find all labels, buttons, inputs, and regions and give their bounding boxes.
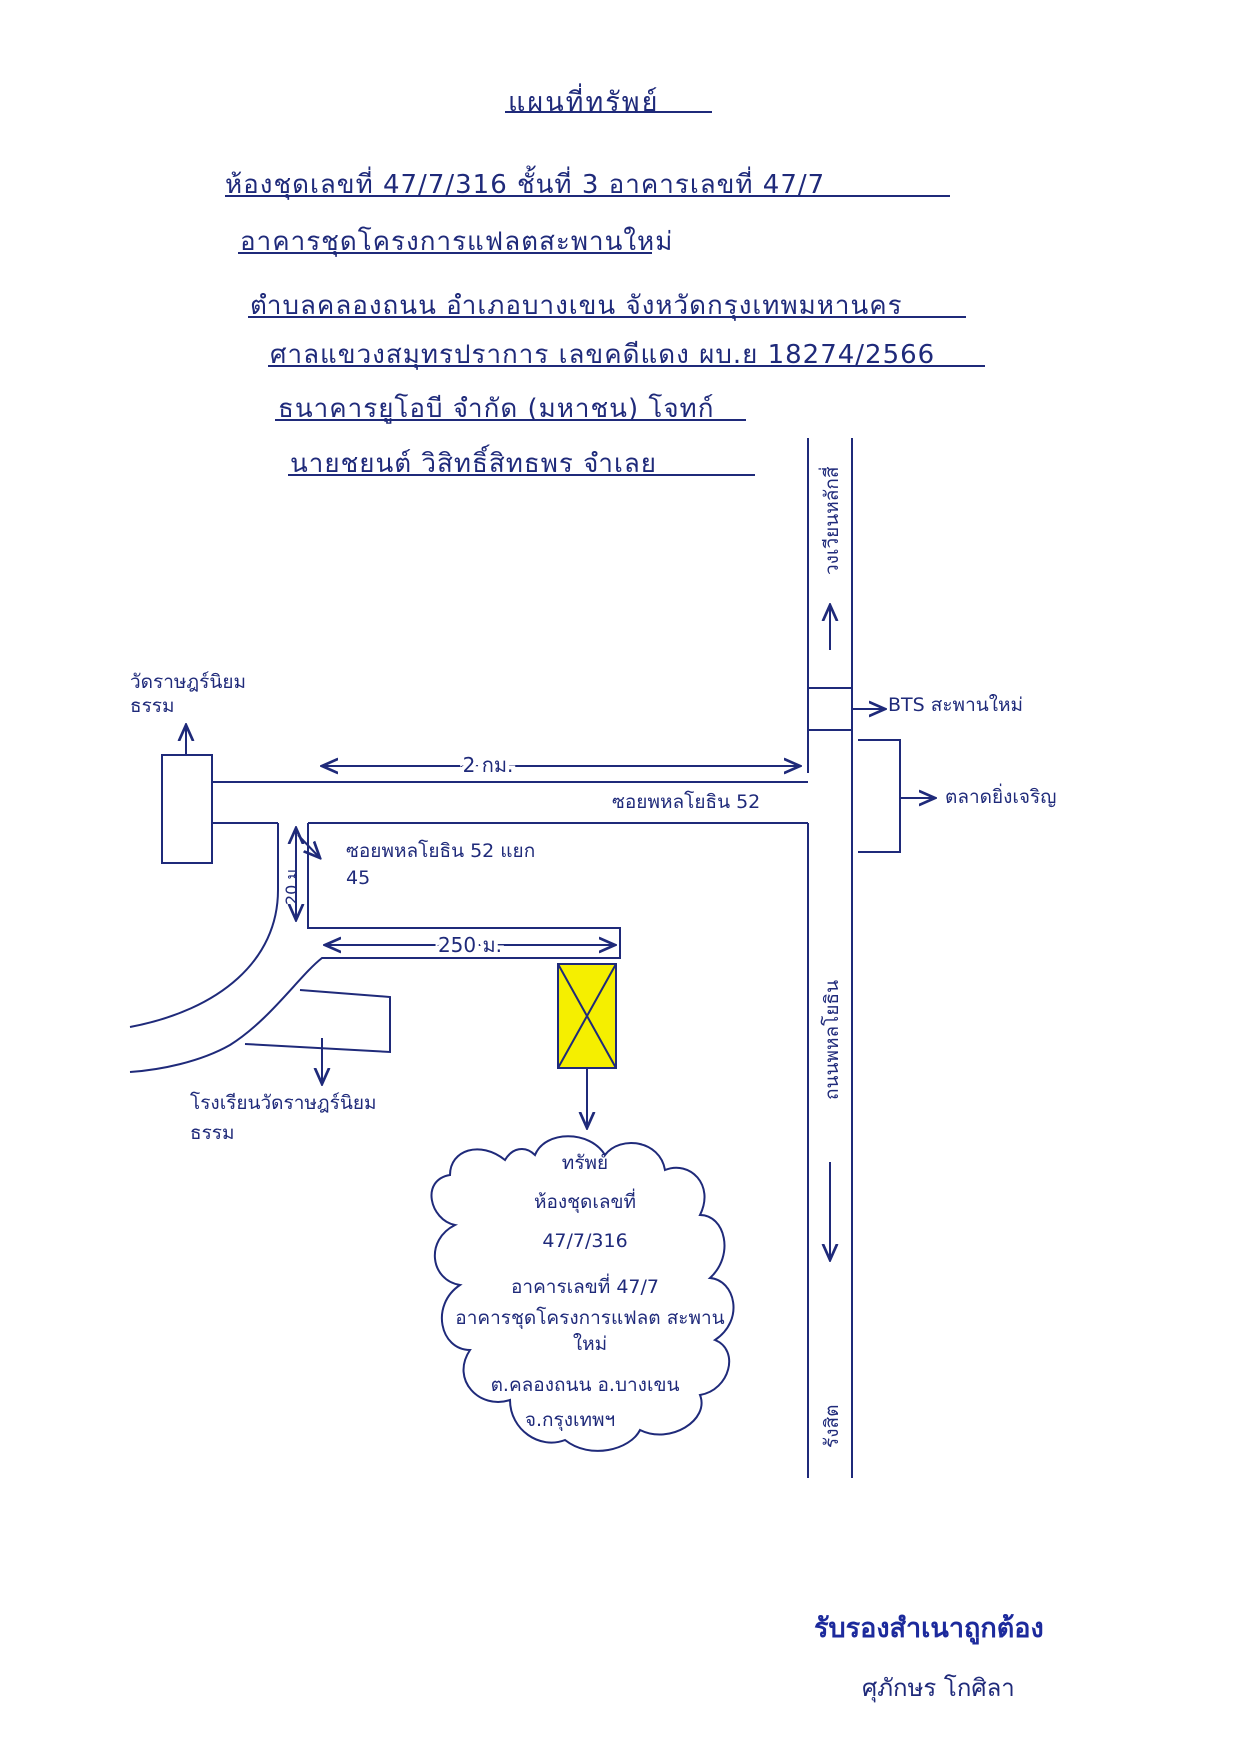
signature: ศุภักษร โกศิลา bbox=[862, 1674, 1015, 1702]
branch-arrow bbox=[297, 834, 320, 858]
property-line2: 47/7/316 bbox=[542, 1230, 628, 1252]
school-label: โรงเรียนวัดราษฎร์นิยมธรรม bbox=[190, 1092, 377, 1144]
temple-building bbox=[161, 754, 213, 864]
header-unit: ห้องชุดเลขที่ 47/7/316 ชั้นที่ 3 อาคารเล… bbox=[225, 170, 826, 200]
branch-soi-label: ซอยพหลโยธิน 52 แยก 45 bbox=[346, 840, 536, 889]
distance-20m-label: 20 ม. bbox=[282, 864, 301, 905]
header-defendant: นายชยนต์ วิสิทธิ์สิทธพร จำเลย bbox=[290, 449, 658, 479]
main-road-label: ถนนพหลโยธิน bbox=[820, 980, 843, 1100]
soi-main-label: ซอยพหลโยธิน 52 bbox=[612, 790, 760, 813]
header-location: ตำบลคลองถนน อำเภอบางเขน จังหวัดกรุงเทพมห… bbox=[250, 291, 903, 321]
property-label: ทรัพย์ bbox=[561, 1152, 609, 1174]
temple-label: วัดราษฎร์นิยมธรรม bbox=[130, 671, 247, 717]
market-bracket bbox=[858, 739, 901, 853]
property-cloud bbox=[430, 1135, 735, 1452]
header-plaintiff: ธนาคารยูโอบี จำกัด (มหาชน) โจทก์ bbox=[278, 394, 715, 424]
header-project: อาคารชุดโครงการแฟลตสะพานใหม่ bbox=[240, 227, 674, 257]
header-court: ศาลแขวงสมุทรปราการ เลขคดีแดง ผบ.ย 18274/… bbox=[270, 340, 936, 370]
branch-road-east-edge bbox=[129, 823, 621, 1073]
road-north-label: วงเวียนหลักสี่ bbox=[818, 466, 843, 575]
certify-stamp: รับรองสำเนาถูกต้อง bbox=[814, 1613, 1044, 1644]
distance-2km-label: 2 กม. bbox=[463, 753, 514, 777]
bts-marks bbox=[808, 687, 852, 731]
branch-road-west-edge bbox=[129, 823, 279, 1028]
road-south-label: รังสิต bbox=[821, 1405, 843, 1448]
property-line5: ต.คลองถนน อ.บางเขน bbox=[490, 1374, 680, 1396]
property-line1: ห้องชุดเลขที่ bbox=[533, 1191, 637, 1213]
market-label: ตลาดยิ่งเจริญ bbox=[945, 783, 1056, 808]
school-area bbox=[244, 989, 391, 1054]
property-cross bbox=[557, 963, 617, 1069]
property-line6: จ.กรุงเทพฯ bbox=[524, 1409, 616, 1431]
property-line4: อาคารชุดโครงการแฟลต สะพานใหม่ bbox=[455, 1307, 725, 1355]
distance-250m-label: 250 ม. bbox=[438, 933, 502, 957]
bts-label: BTS สะพานใหม่ bbox=[888, 694, 1023, 716]
property-line3: อาคารเลขที่ 47/7 bbox=[510, 1276, 660, 1298]
